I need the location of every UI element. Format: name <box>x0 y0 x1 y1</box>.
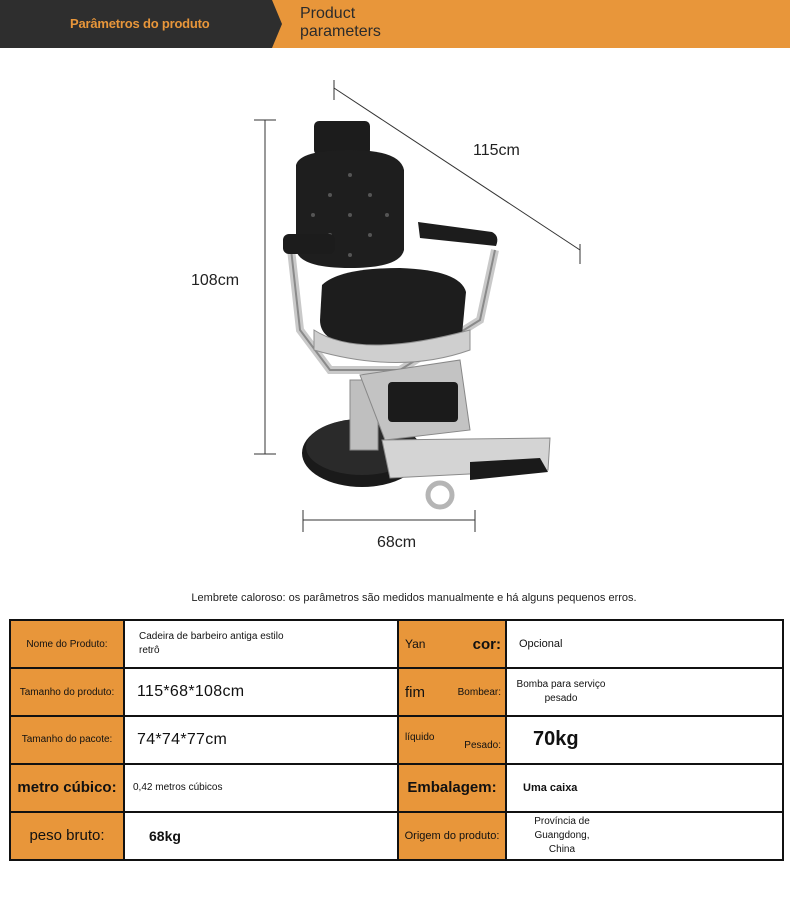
banner-title-pt: Parâmetros do produto <box>70 16 210 31</box>
spec-label: metro cúbico: <box>9 763 125 813</box>
width-label: 68cm <box>377 534 417 551</box>
spec-value: 70kg <box>505 714 784 766</box>
chair-figure <box>254 80 581 532</box>
spec-value: Cadeira de barbeiro antiga estilo retrô <box>123 618 399 670</box>
depth-label: 115cm <box>473 142 520 159</box>
spec-label: peso bruto: <box>9 810 125 862</box>
chair-armrest-left <box>283 234 335 254</box>
header-banner-dark-section <box>0 0 272 48</box>
chair-armrest-right <box>418 222 498 246</box>
chair-seat <box>320 268 466 346</box>
spec-value: 68kg <box>123 810 399 862</box>
spec-value: Opcional <box>505 618 784 670</box>
spec-value: 115*68*108cm <box>123 667 399 717</box>
spec-label: Embalagem: <box>397 763 507 813</box>
spec-value: 0,42 metros cúbicos <box>123 763 399 813</box>
banner-title-en: Product parameters <box>300 5 381 40</box>
spec-label: Tamanho do produto: <box>9 667 125 717</box>
table-row: Nome do Produto: Cadeira de barbeiro ant… <box>9 618 784 670</box>
table-row: peso bruto: 68kg Origem do produto: Prov… <box>9 810 784 862</box>
spec-label: Origem do produto: <box>397 810 507 862</box>
dimension-lines <box>254 80 581 532</box>
height-label: 108cm <box>191 272 240 289</box>
spec-value: Província de Guangdong, China <box>505 810 784 862</box>
chair-headrest <box>314 121 370 155</box>
spec-label: Tamanho do pacote: <box>9 714 125 766</box>
spec-label: Nome do Produto: <box>9 618 125 670</box>
spec-value: 74*74*77cm <box>123 714 399 766</box>
chair-leg-cushion <box>388 382 458 422</box>
banner-arrow-shape <box>272 0 282 48</box>
table-row: metro cúbico: 0,42 metros cúbicos Embala… <box>9 763 784 813</box>
spec-value: Uma caixa <box>505 763 784 813</box>
spec-value: Bomba para serviço pesado <box>505 667 784 717</box>
measurement-note: Lembrete caloroso: os parâmetros são med… <box>191 592 637 604</box>
spec-table: Nome do Produto: Cadeira de barbeiro ant… <box>9 618 784 862</box>
